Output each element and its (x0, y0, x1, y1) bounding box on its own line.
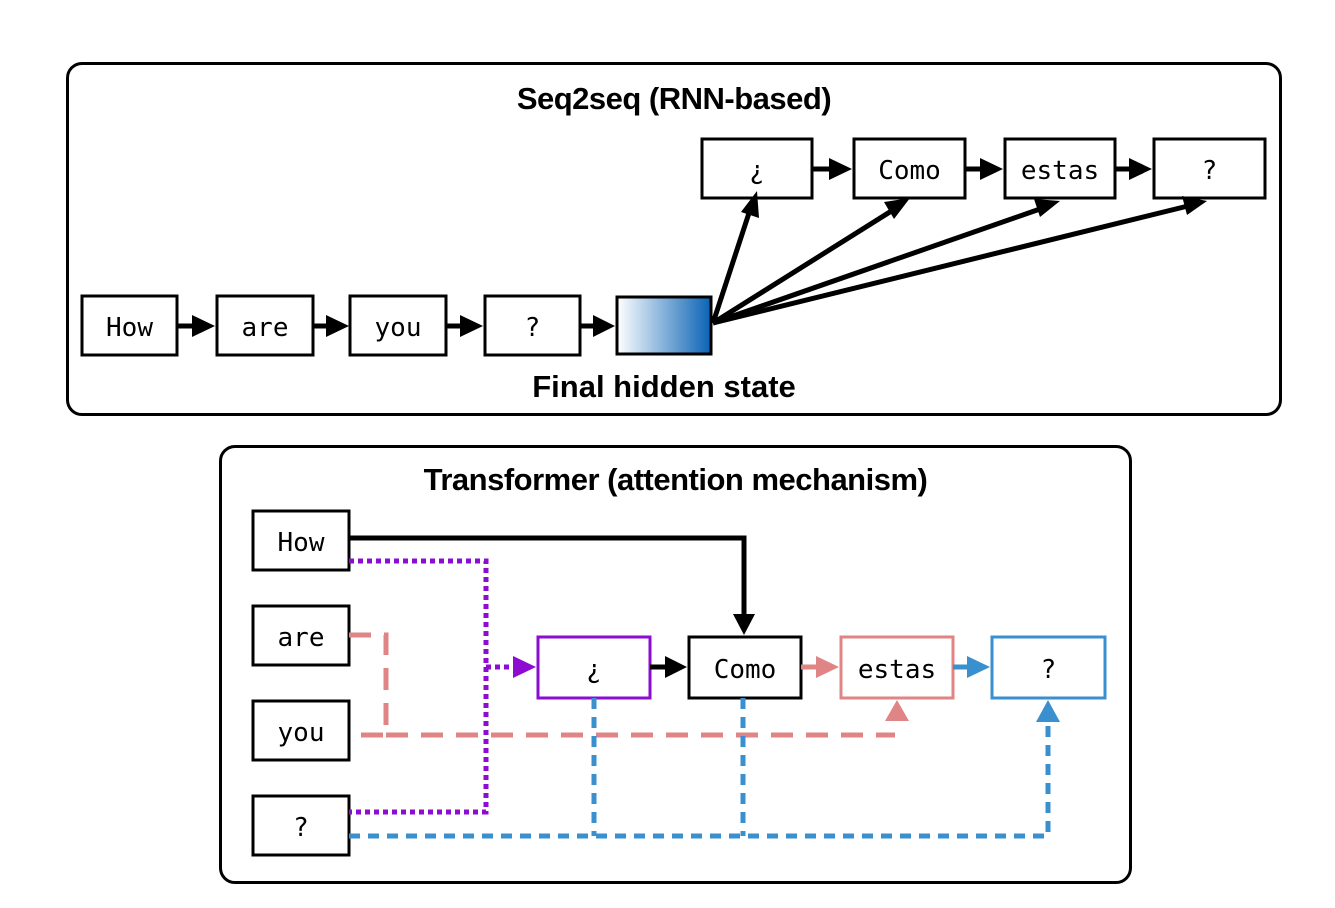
attention-to-estas (349, 632, 909, 738)
seq2seq-encoder-token: you (375, 313, 422, 343)
transformer-encoder-box (251, 699, 351, 762)
seq2seq-decoder-token: ? (1202, 156, 1218, 186)
arrow-head (192, 315, 215, 337)
transformer-encoder-box (251, 794, 351, 857)
final-hidden-state-box (615, 295, 713, 356)
transformer-decoder-arrows (650, 656, 990, 678)
seq2seq-encoder-box (348, 294, 448, 357)
arrow-head (816, 656, 839, 678)
transformer-title: Transformer (attention mechanism) (423, 462, 928, 497)
arrow-head (326, 315, 349, 337)
seq2seq-decoder-token: estas (1021, 156, 1099, 186)
transformer-encoder-box (251, 604, 351, 667)
seq2seq-encoder-arrows (177, 315, 615, 337)
transformer-encoder-token: ? (293, 813, 309, 843)
transformer-decoder-token: ¿ (586, 655, 602, 685)
arrow-head (829, 158, 852, 180)
seq2seq-decoder-box (1003, 137, 1117, 200)
arrow-head (593, 315, 615, 337)
transformer-encoder-token: How (278, 528, 325, 558)
transformer-decoder-box (990, 635, 1107, 700)
attention-to-inverted-question (349, 558, 536, 815)
attention-how-to-como (349, 535, 755, 635)
transformer-encoder-token: you (278, 718, 325, 748)
transformer-encoder-box (251, 509, 351, 572)
seq2seq-decoder-box (700, 137, 814, 200)
seq2seq-encoder-token: are (242, 313, 289, 343)
seq2seq-encoder: How are you ? (80, 294, 582, 357)
transformer-decoder-token: estas (858, 655, 936, 685)
seq2seq-decoder-token: ¿ (749, 156, 765, 186)
seq2seq-encoder-box (483, 294, 582, 357)
seq2seq-decoder-box (1152, 137, 1267, 200)
arrow-head (967, 656, 990, 678)
attention-to-question (349, 698, 1060, 839)
seq2seq-encoder-token: ? (525, 313, 541, 343)
transformer-decoder-token: ? (1041, 655, 1057, 685)
arrow-head (980, 158, 1003, 180)
seq2seq-decoder-arrows (812, 158, 1152, 180)
seq2seq-encoder-box (215, 294, 315, 357)
arrow-head (460, 315, 483, 337)
arrow-head (1129, 158, 1152, 180)
seq2seq-panel: Seq2seq (RNN-based) (66, 62, 1282, 416)
final-hidden-state-label: Final hidden state (532, 369, 796, 404)
seq2seq-encoder-token: How (106, 313, 153, 343)
transformer-decoder: ¿ Como estas ? (536, 635, 1107, 700)
transformer-decoder-token: Como (714, 655, 777, 685)
seq2seq-decoder-token: Como (878, 156, 941, 186)
transformer-encoder: How are you ? (251, 509, 351, 857)
transformer-decoder-box (839, 635, 955, 700)
hidden-state-arrows (710, 191, 1207, 326)
transformer-decoder-box (687, 635, 803, 700)
seq2seq-title: Seq2seq (RNN-based) (516, 81, 832, 116)
transformer-encoder-token: are (278, 623, 325, 653)
arrow-head (665, 656, 687, 678)
